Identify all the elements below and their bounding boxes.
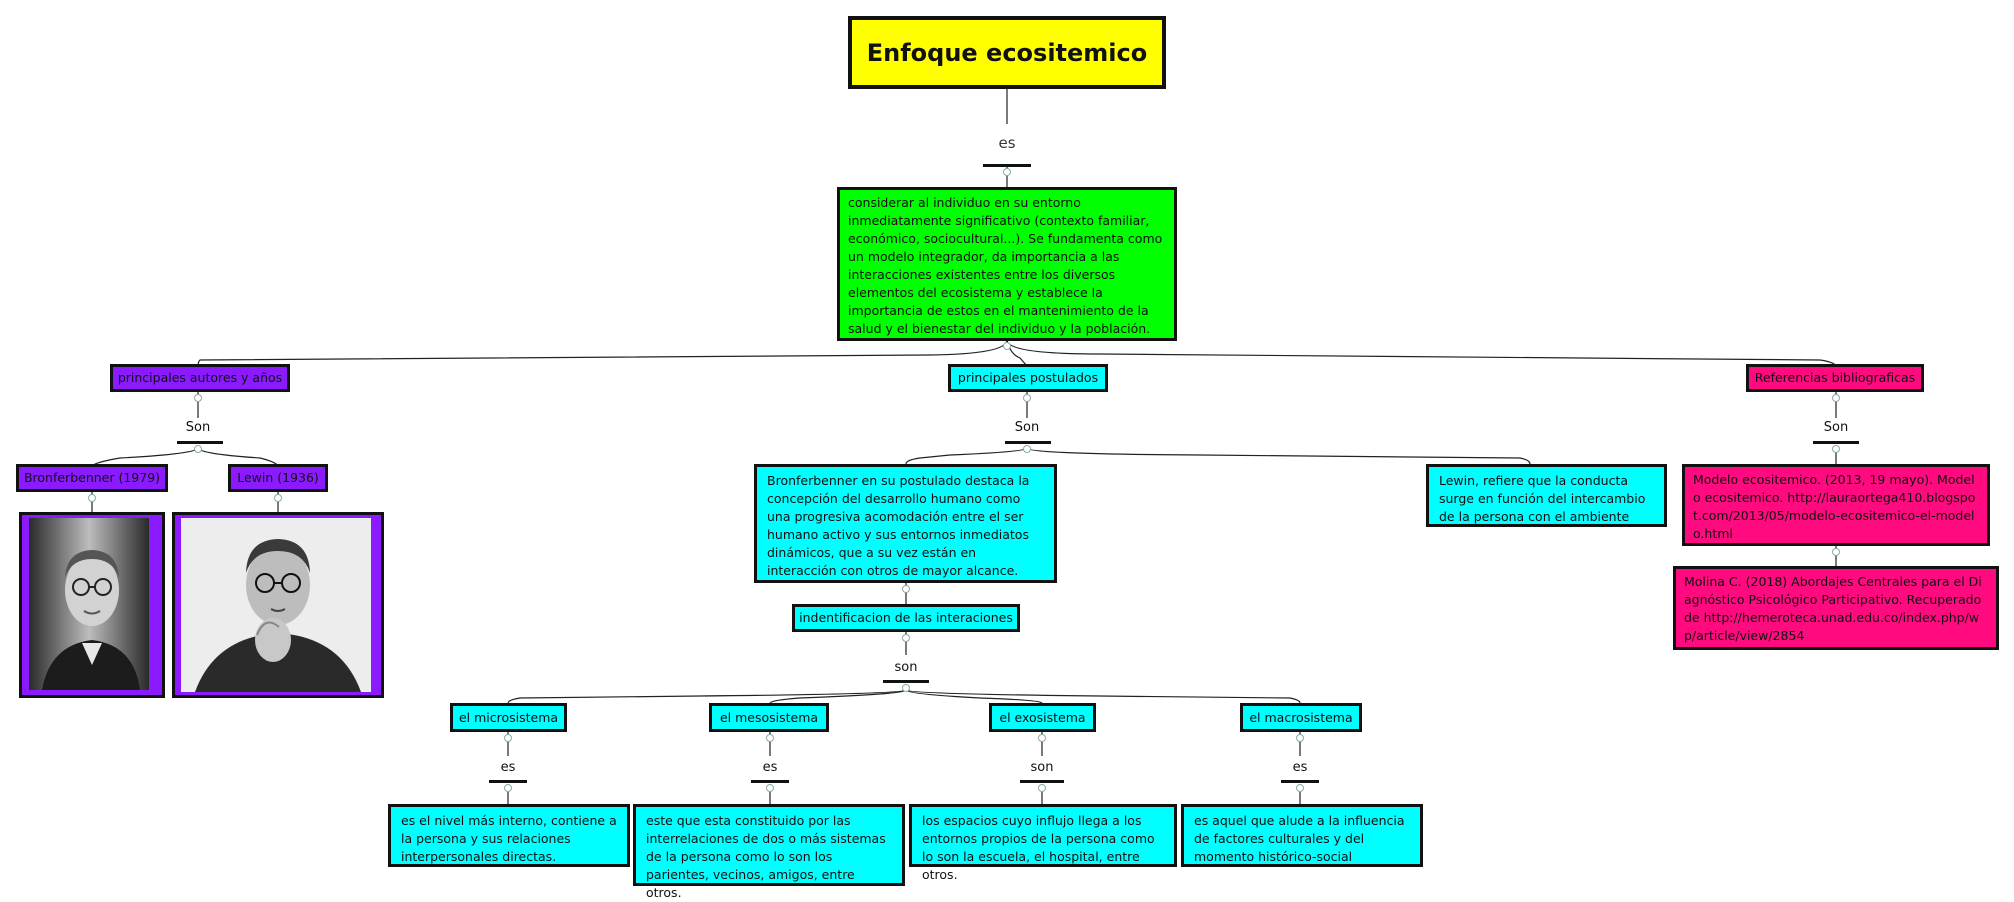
collapse-toggle[interactable] — [1023, 445, 1031, 453]
collapse-toggle[interactable] — [88, 494, 96, 502]
collapse-toggle[interactable] — [902, 585, 910, 593]
collapse-toggle[interactable] — [766, 734, 774, 742]
collapse-toggle[interactable] — [902, 684, 910, 692]
connector-underline — [983, 164, 1031, 167]
connector-underline — [883, 680, 929, 683]
definicion-exo[interactable]: los espacios cuyo influjo llega a los en… — [909, 804, 1177, 882]
collapse-toggle[interactable] — [766, 784, 774, 792]
collapse-toggle[interactable] — [1038, 784, 1046, 792]
collapse-toggle[interactable] — [1003, 168, 1011, 176]
connector-label-son: Son — [1823, 420, 1849, 435]
referencia-2[interactable]: Molina C. (2018) Abordajes Centrales par… — [1673, 566, 1999, 650]
collapse-toggle[interactable] — [274, 494, 282, 502]
branch-referencias[interactable]: Referencias bibliograficas — [1746, 364, 1924, 392]
branch-autores[interactable]: principales autores y años — [110, 364, 290, 392]
collapse-toggle[interactable] — [1296, 784, 1304, 792]
collapse-toggle[interactable] — [1832, 394, 1840, 402]
connector-underline — [751, 780, 789, 783]
definicion-meso[interactable]: este que esta constituido por las interr… — [633, 804, 905, 900]
definicion-micro[interactable]: es el nivel más interno, contiene a la p… — [388, 804, 630, 867]
branch-postulados[interactable]: principales postulados — [948, 364, 1108, 392]
connector-label-es: es — [500, 760, 516, 775]
map-title[interactable]: Enfoque ecositemico — [848, 16, 1166, 89]
lewin-photo — [172, 512, 384, 698]
sistema-meso[interactable]: el mesosistema — [709, 703, 829, 732]
connector-underline — [1281, 780, 1319, 783]
collapse-toggle[interactable] — [1832, 445, 1840, 453]
collapse-toggle[interactable] — [1003, 342, 1011, 350]
autor-lewin[interactable]: Lewin (1936) — [228, 464, 328, 492]
connector-label-son: Son — [1014, 420, 1040, 435]
connector-underline — [1813, 441, 1859, 444]
collapse-toggle[interactable] — [1832, 548, 1840, 556]
bronfenbrenner-photo — [19, 512, 165, 698]
collapse-toggle[interactable] — [1296, 734, 1304, 742]
definition-node[interactable]: considerar al individuo en su entorno in… — [837, 187, 1177, 341]
connector-label-es: es — [998, 134, 1016, 152]
collapse-toggle[interactable] — [504, 784, 512, 792]
connector-label-son: son — [894, 660, 918, 675]
collapse-toggle[interactable] — [194, 445, 202, 453]
connector-underline — [177, 441, 223, 444]
interacciones-node[interactable]: indentificacion de las interaciones — [792, 604, 1020, 632]
definicion-macro[interactable]: es aquel que alude a la influencia de fa… — [1181, 804, 1423, 867]
sistema-exo[interactable]: el exosistema — [989, 703, 1096, 732]
postulado-lewin[interactable]: Lewin, refiere que la conducta surge en … — [1426, 464, 1667, 527]
connector-underline — [489, 780, 527, 783]
connector-label-son: son — [1030, 760, 1054, 775]
connector-label-es: es — [762, 760, 778, 775]
connector-underline — [1020, 780, 1064, 783]
collapse-toggle[interactable] — [1023, 394, 1031, 402]
autor-bronfenbrenner[interactable]: Bronferbenner (1979) — [16, 464, 168, 492]
collapse-toggle[interactable] — [194, 394, 202, 402]
referencia-1[interactable]: Modelo ecositemico. (2013, 19 mayo). Mod… — [1682, 464, 1990, 546]
connector-label-son: Son — [185, 420, 211, 435]
connector-underline — [1005, 441, 1051, 444]
collapse-toggle[interactable] — [902, 634, 910, 642]
sistema-micro[interactable]: el microsistema — [450, 703, 567, 732]
collapse-toggle[interactable] — [504, 734, 512, 742]
connector-label-es: es — [1292, 760, 1308, 775]
sistema-macro[interactable]: el macrosistema — [1240, 703, 1362, 732]
postulado-bronfenbrenner[interactable]: Bronferbenner en su postulado destaca la… — [754, 464, 1057, 583]
collapse-toggle[interactable] — [1038, 734, 1046, 742]
